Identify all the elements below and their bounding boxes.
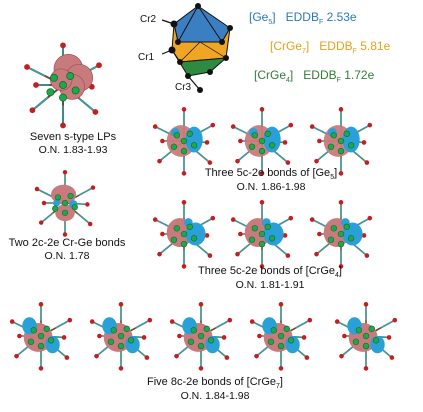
- orbital-image-9: [9, 302, 73, 371]
- caption-crge7-title: Five 8c-2e bonds of [CrGe: [147, 376, 277, 388]
- orbital-image-4: [230, 107, 294, 176]
- eddb-ge5: [Ge5] EDDBF 2.53e: [249, 10, 357, 26]
- orbital-image-1: [24, 42, 102, 129]
- orbital-image-11: [169, 302, 233, 371]
- caption-ge5-title: Three 5c-2e bonds of [Ge: [204, 167, 331, 179]
- orbital-image-7: [230, 200, 294, 269]
- orbital-image-10: [89, 302, 153, 371]
- cr3-label: Cr3: [175, 82, 192, 93]
- orbital-image-6: [152, 200, 216, 269]
- caption-ge5-on: O.N. 1.86-1.98: [236, 181, 306, 193]
- orbital-image-13: [334, 302, 398, 371]
- cr2-label: Cr2: [140, 14, 157, 25]
- orbital-image-3: [152, 107, 216, 176]
- cr1-label: Cr1: [138, 52, 155, 63]
- caption-crge4: Three 5c-2e bonds of [CrGe4] O.N. 1.81-1…: [185, 265, 355, 292]
- orbital-image-2: [34, 169, 96, 237]
- orbital-image-12: [249, 302, 313, 371]
- caption-lp: Seven s-type LPs O.N. 1.83-1.93: [18, 131, 128, 157]
- caption-lp-title: Seven s-type LPs: [29, 131, 117, 143]
- caption-ge5: Three 5c-2e bonds of [Ge5] O.N. 1.86-1.9…: [196, 167, 346, 194]
- caption-crge7-on: O.N. 1.84-1.98: [180, 390, 250, 402]
- caption-crge: Two 2c-2e Cr-Ge bonds O.N. 1.78: [2, 237, 132, 263]
- orbital-image-8: [309, 200, 373, 269]
- orbital-image-5: [309, 107, 373, 176]
- caption-lp-on: O.N. 1.83-1.93: [38, 144, 108, 156]
- caption-crge-on: O.N. 1.78: [44, 250, 90, 262]
- cluster-polyhedron: [161, 3, 233, 93]
- caption-crge7: Five 8c-2e bonds of [CrGe7] O.N. 1.84-1.…: [130, 376, 300, 403]
- eddb-crge7: [CrGe7] EDDBF 5.81e: [270, 39, 391, 55]
- caption-crge-title: Two 2c-2e Cr-Ge bonds: [8, 237, 126, 249]
- caption-crge4-title: Three 5c-2e bonds of [CrGe: [198, 265, 335, 277]
- caption-crge4-on: O.N. 1.81-1.91: [235, 279, 305, 291]
- eddb-crge4: [CrGe4] EDDBF 1.72e: [254, 68, 375, 84]
